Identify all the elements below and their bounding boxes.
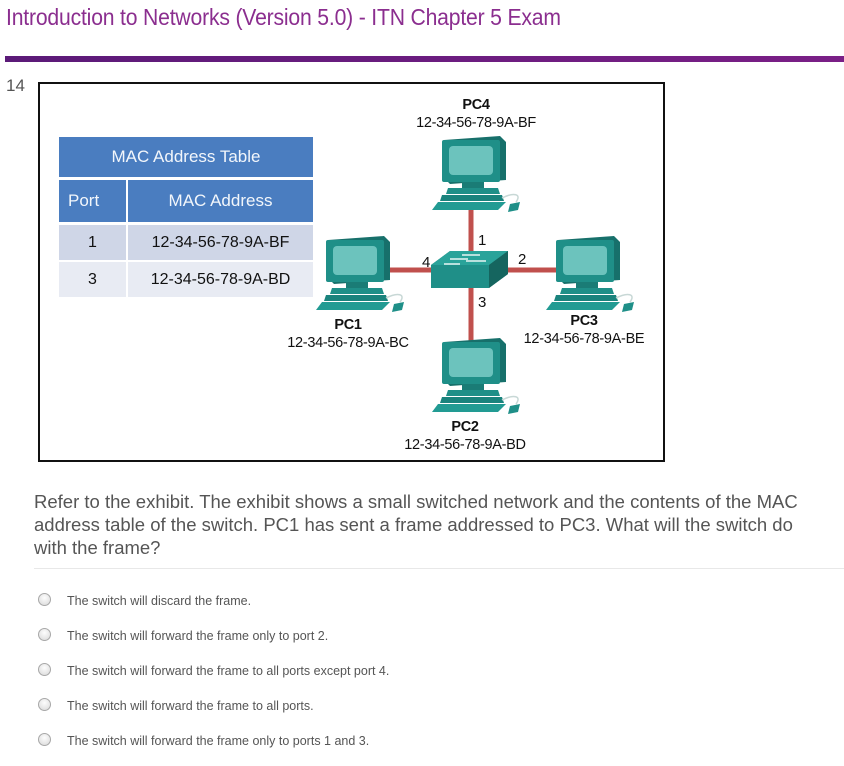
pc2-mac: 12-34-56-78-9A-BD: [404, 437, 526, 453]
pc1-mac: 12-34-56-78-9A-BC: [287, 335, 409, 351]
answer-option[interactable]: The switch will forward the frame to all…: [38, 691, 389, 726]
mac-table-header-mac: MAC Address: [128, 177, 313, 222]
port-label-1: 1: [478, 232, 487, 249]
pc1-icon: [315, 235, 405, 313]
port-label-2: 2: [518, 251, 527, 268]
mac-table-row: 1 12-34-56-78-9A-BF: [59, 222, 313, 260]
mac-table-port-cell: 3: [59, 260, 128, 297]
pc1-label: PC1 12-34-56-78-9A-BC: [278, 316, 418, 352]
pc2-label: PC2 12-34-56-78-9A-BD: [395, 418, 535, 454]
pc1-name: PC1: [334, 317, 362, 333]
pc3-label: PC3 12-34-56-78-9A-BE: [514, 312, 654, 348]
mac-table-port-cell: 1: [59, 222, 128, 260]
pc4-label: PC4 12-34-56-78-9A-BF: [406, 96, 546, 132]
answer-option[interactable]: The switch will forward the frame only t…: [38, 621, 389, 656]
pc3-mac: 12-34-56-78-9A-BE: [523, 331, 645, 347]
pc2-name: PC2: [451, 419, 479, 435]
answer-option-label[interactable]: The switch will forward the frame only t…: [67, 733, 370, 748]
radio-button[interactable]: [38, 628, 51, 641]
title-divider-bar: [5, 56, 844, 62]
question-divider: [34, 568, 844, 569]
mac-address-table: MAC Address Table Port MAC Address 1 12-…: [59, 137, 313, 297]
mac-table-mac-cell: 12-34-56-78-9A-BF: [128, 222, 313, 260]
question-text: Refer to the exhibit. The exhibit shows …: [34, 491, 798, 558]
question-number: 14: [6, 76, 25, 95]
exhibit-figure: MAC Address Table Port MAC Address 1 12-…: [38, 82, 665, 462]
answer-option[interactable]: The switch will forward the frame only t…: [38, 726, 389, 761]
radio-button[interactable]: [38, 733, 51, 746]
radio-button[interactable]: [38, 593, 51, 606]
answer-option-label[interactable]: The switch will forward the frame to all…: [67, 698, 314, 713]
mac-table-title: MAC Address Table: [59, 137, 313, 177]
radio-button[interactable]: [38, 698, 51, 711]
answer-option-label[interactable]: The switch will forward the frame to all…: [67, 663, 390, 678]
port-label-3: 3: [478, 294, 487, 311]
pc4-mac: 12-34-56-78-9A-BF: [416, 115, 536, 131]
answer-option-label[interactable]: The switch will forward the frame only t…: [67, 628, 329, 643]
mac-table-row: 3 12-34-56-78-9A-BD: [59, 260, 313, 297]
answer-options: The switch will discard the frame. The s…: [38, 586, 389, 761]
pc3-icon: [545, 235, 635, 313]
pc3-name: PC3: [570, 313, 598, 329]
page-title: Introduction to Networks (Version 5.0) -…: [6, 4, 561, 30]
pc2-icon: [431, 337, 521, 415]
answer-option[interactable]: The switch will discard the frame.: [38, 586, 389, 621]
answer-option-label[interactable]: The switch will discard the frame.: [67, 593, 252, 608]
answer-option[interactable]: The switch will forward the frame to all…: [38, 656, 389, 691]
network-diagram: [315, 135, 635, 415]
mac-table-mac-cell: 12-34-56-78-9A-BD: [128, 260, 313, 297]
radio-button[interactable]: [38, 663, 51, 676]
port-label-4: 4: [422, 254, 431, 271]
mac-table-header-port: Port: [59, 177, 128, 222]
pc4-name: PC4: [462, 97, 490, 113]
switch-icon: [431, 251, 508, 288]
pc4-icon: [431, 135, 521, 213]
